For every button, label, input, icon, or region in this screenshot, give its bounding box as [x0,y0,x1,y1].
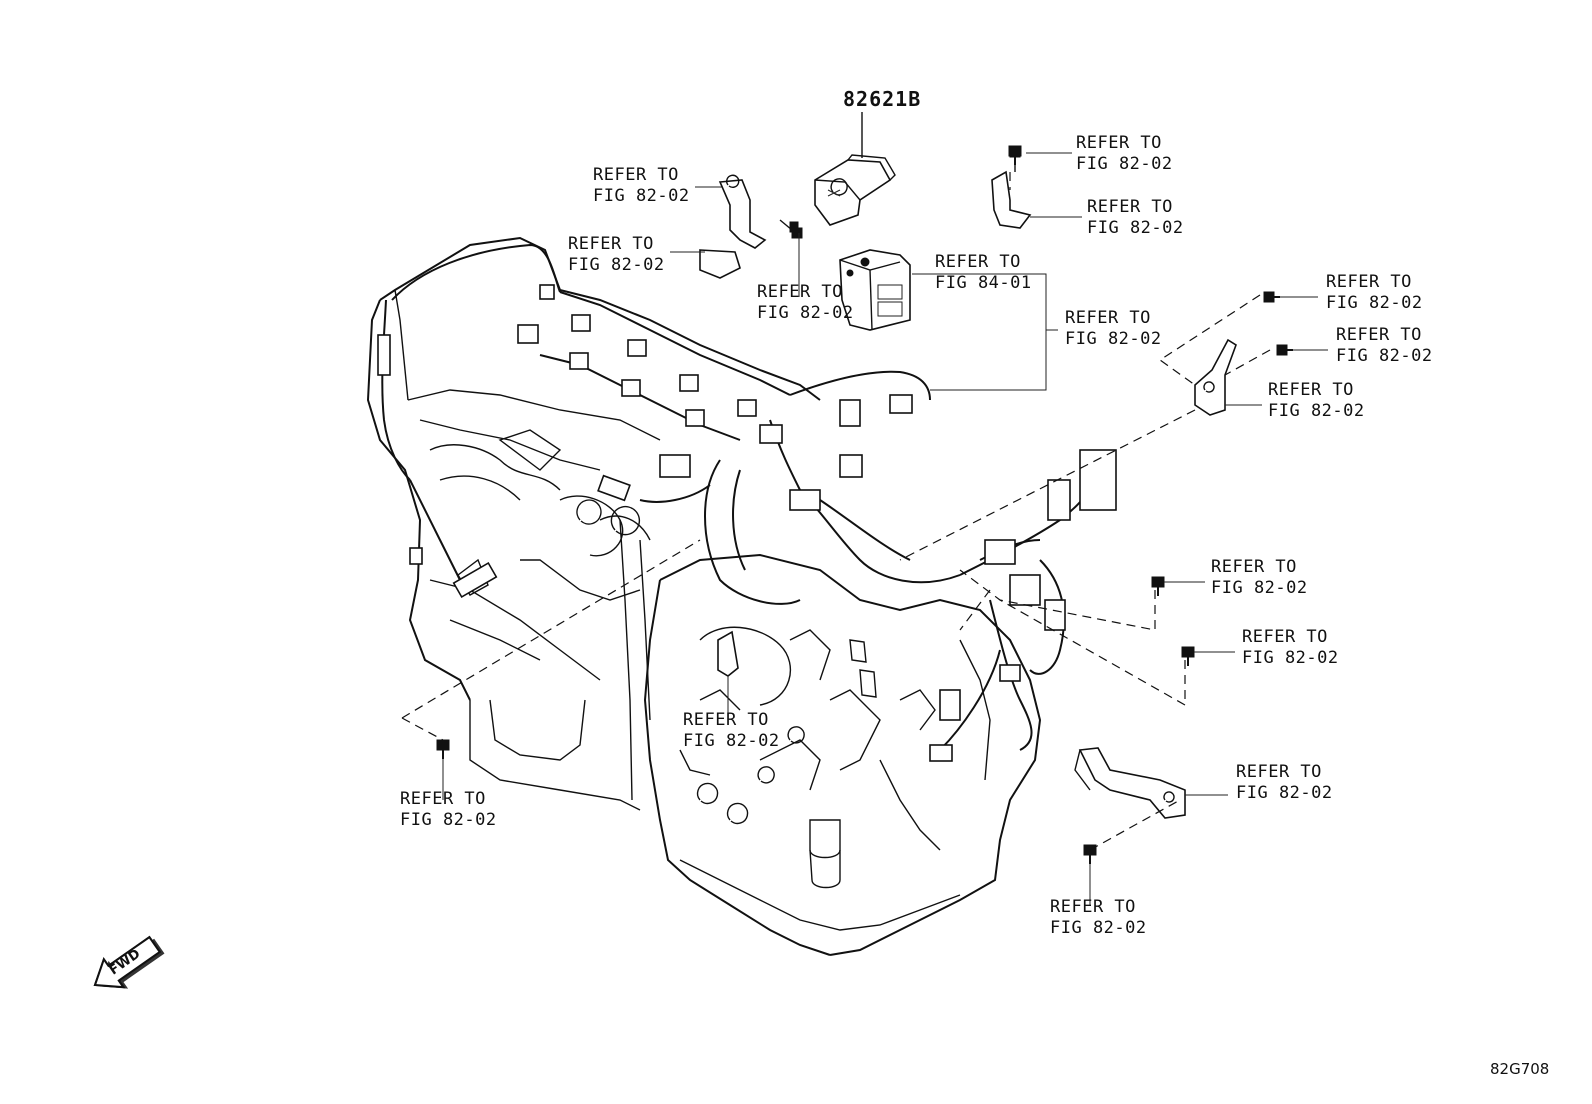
bracket-top-left [699,174,799,279]
fuse-block [839,249,911,331]
relay-block-82621b [814,112,896,226]
callout-bracket-top-left[interactable]: REFER TO FIG 82-02 [593,165,690,206]
bracket-right [1194,338,1237,416]
callout-bracket-mid-left[interactable]: REFER TO FIG 82-02 [683,710,780,751]
connector [517,324,539,344]
callout-bracket-right[interactable]: REFER TO FIG 82-02 [1268,380,1365,421]
harness-connectors [377,284,1117,762]
callout-harness[interactable]: REFER TO FIG 82-02 [1065,308,1162,349]
fwd-arrow-icon [93,935,165,989]
callout-bolt-right-2[interactable]: REFER TO FIG 82-02 [1336,325,1433,366]
part-number-label[interactable]: 82621B [843,87,922,111]
dashed-mount-lines [401,172,1271,851]
bracket-bottom-right [1074,747,1186,819]
callout-bolt-right-4[interactable]: REFER TO FIG 82-02 [1242,627,1339,668]
transmission [643,553,1042,956]
figure-code: 82G708 [1490,1060,1550,1078]
callout-bolt-bottom-right[interactable]: REFER TO FIG 82-02 [1050,897,1147,938]
callout-bolt-bottom-left[interactable]: REFER TO FIG 82-02 [400,789,497,830]
bolts [436,146,1293,864]
wiring-harness [381,243,1101,751]
callout-fuse-block[interactable]: REFER TO FIG 84-01 [935,252,1032,293]
callout-bracket-top-right[interactable]: REFER TO FIG 82-02 [1087,197,1184,238]
callout-cover[interactable]: REFER TO FIG 82-02 [568,234,665,275]
leader-lines [442,152,1328,905]
bracket-top-right [991,145,1032,229]
callout-bracket-bottom-right[interactable]: REFER TO FIG 82-02 [1236,762,1333,803]
engine-block [366,236,821,811]
callout-bolt-center[interactable]: REFER TO FIG 82-02 [757,282,854,323]
bracket-mid-left [717,630,739,677]
callout-bolt-right-1[interactable]: REFER TO FIG 82-02 [1326,272,1423,313]
callout-bolt-top-right[interactable]: REFER TO FIG 82-02 [1076,133,1173,174]
callout-bolt-right-3[interactable]: REFER TO FIG 82-02 [1211,557,1308,598]
